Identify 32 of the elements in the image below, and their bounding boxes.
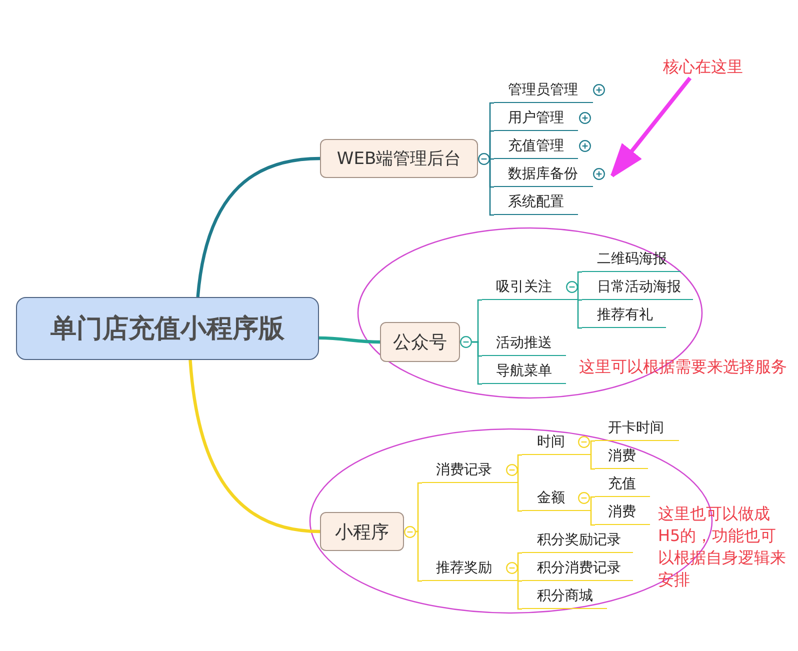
branch-line xyxy=(577,271,582,300)
topic-text: 消费记录 xyxy=(436,462,492,478)
topic-box: 公众号 xyxy=(380,322,460,362)
branch-line xyxy=(489,158,494,216)
branch-line xyxy=(590,440,595,455)
annotation-text: 核心在这里 xyxy=(663,56,747,78)
branch-line xyxy=(590,511,595,526)
branch-line xyxy=(472,341,482,385)
branch-line xyxy=(517,581,522,610)
topic-text: 时间 xyxy=(537,434,565,450)
branch-curve xyxy=(188,360,320,534)
branch-line xyxy=(590,496,595,511)
branch-line xyxy=(517,483,522,512)
branch-line xyxy=(517,552,522,581)
branch-line xyxy=(416,482,422,532)
topic-box: 小程序 xyxy=(320,512,404,551)
branch-curve xyxy=(196,156,320,298)
branch-line xyxy=(577,300,582,329)
topic-text: 金额 xyxy=(537,490,565,506)
topic-text: 推荐奖励 xyxy=(436,560,492,576)
topic-text: 数据库备份 xyxy=(508,166,578,182)
topic-text: 吸引关注 xyxy=(496,279,552,295)
central-topic-box: 单门店充值小程序版 xyxy=(16,297,319,360)
branch-line xyxy=(590,455,595,470)
branch-curve xyxy=(318,336,380,344)
topic-text: 管理员管理 xyxy=(508,82,578,98)
branch-line xyxy=(489,130,494,158)
branch-line xyxy=(416,530,422,582)
topic-text: 用户管理 xyxy=(508,110,564,126)
topic-box: WEB端管理后台 xyxy=(320,139,478,178)
topic-text: 充值管理 xyxy=(508,138,564,154)
branch-line xyxy=(517,454,522,483)
